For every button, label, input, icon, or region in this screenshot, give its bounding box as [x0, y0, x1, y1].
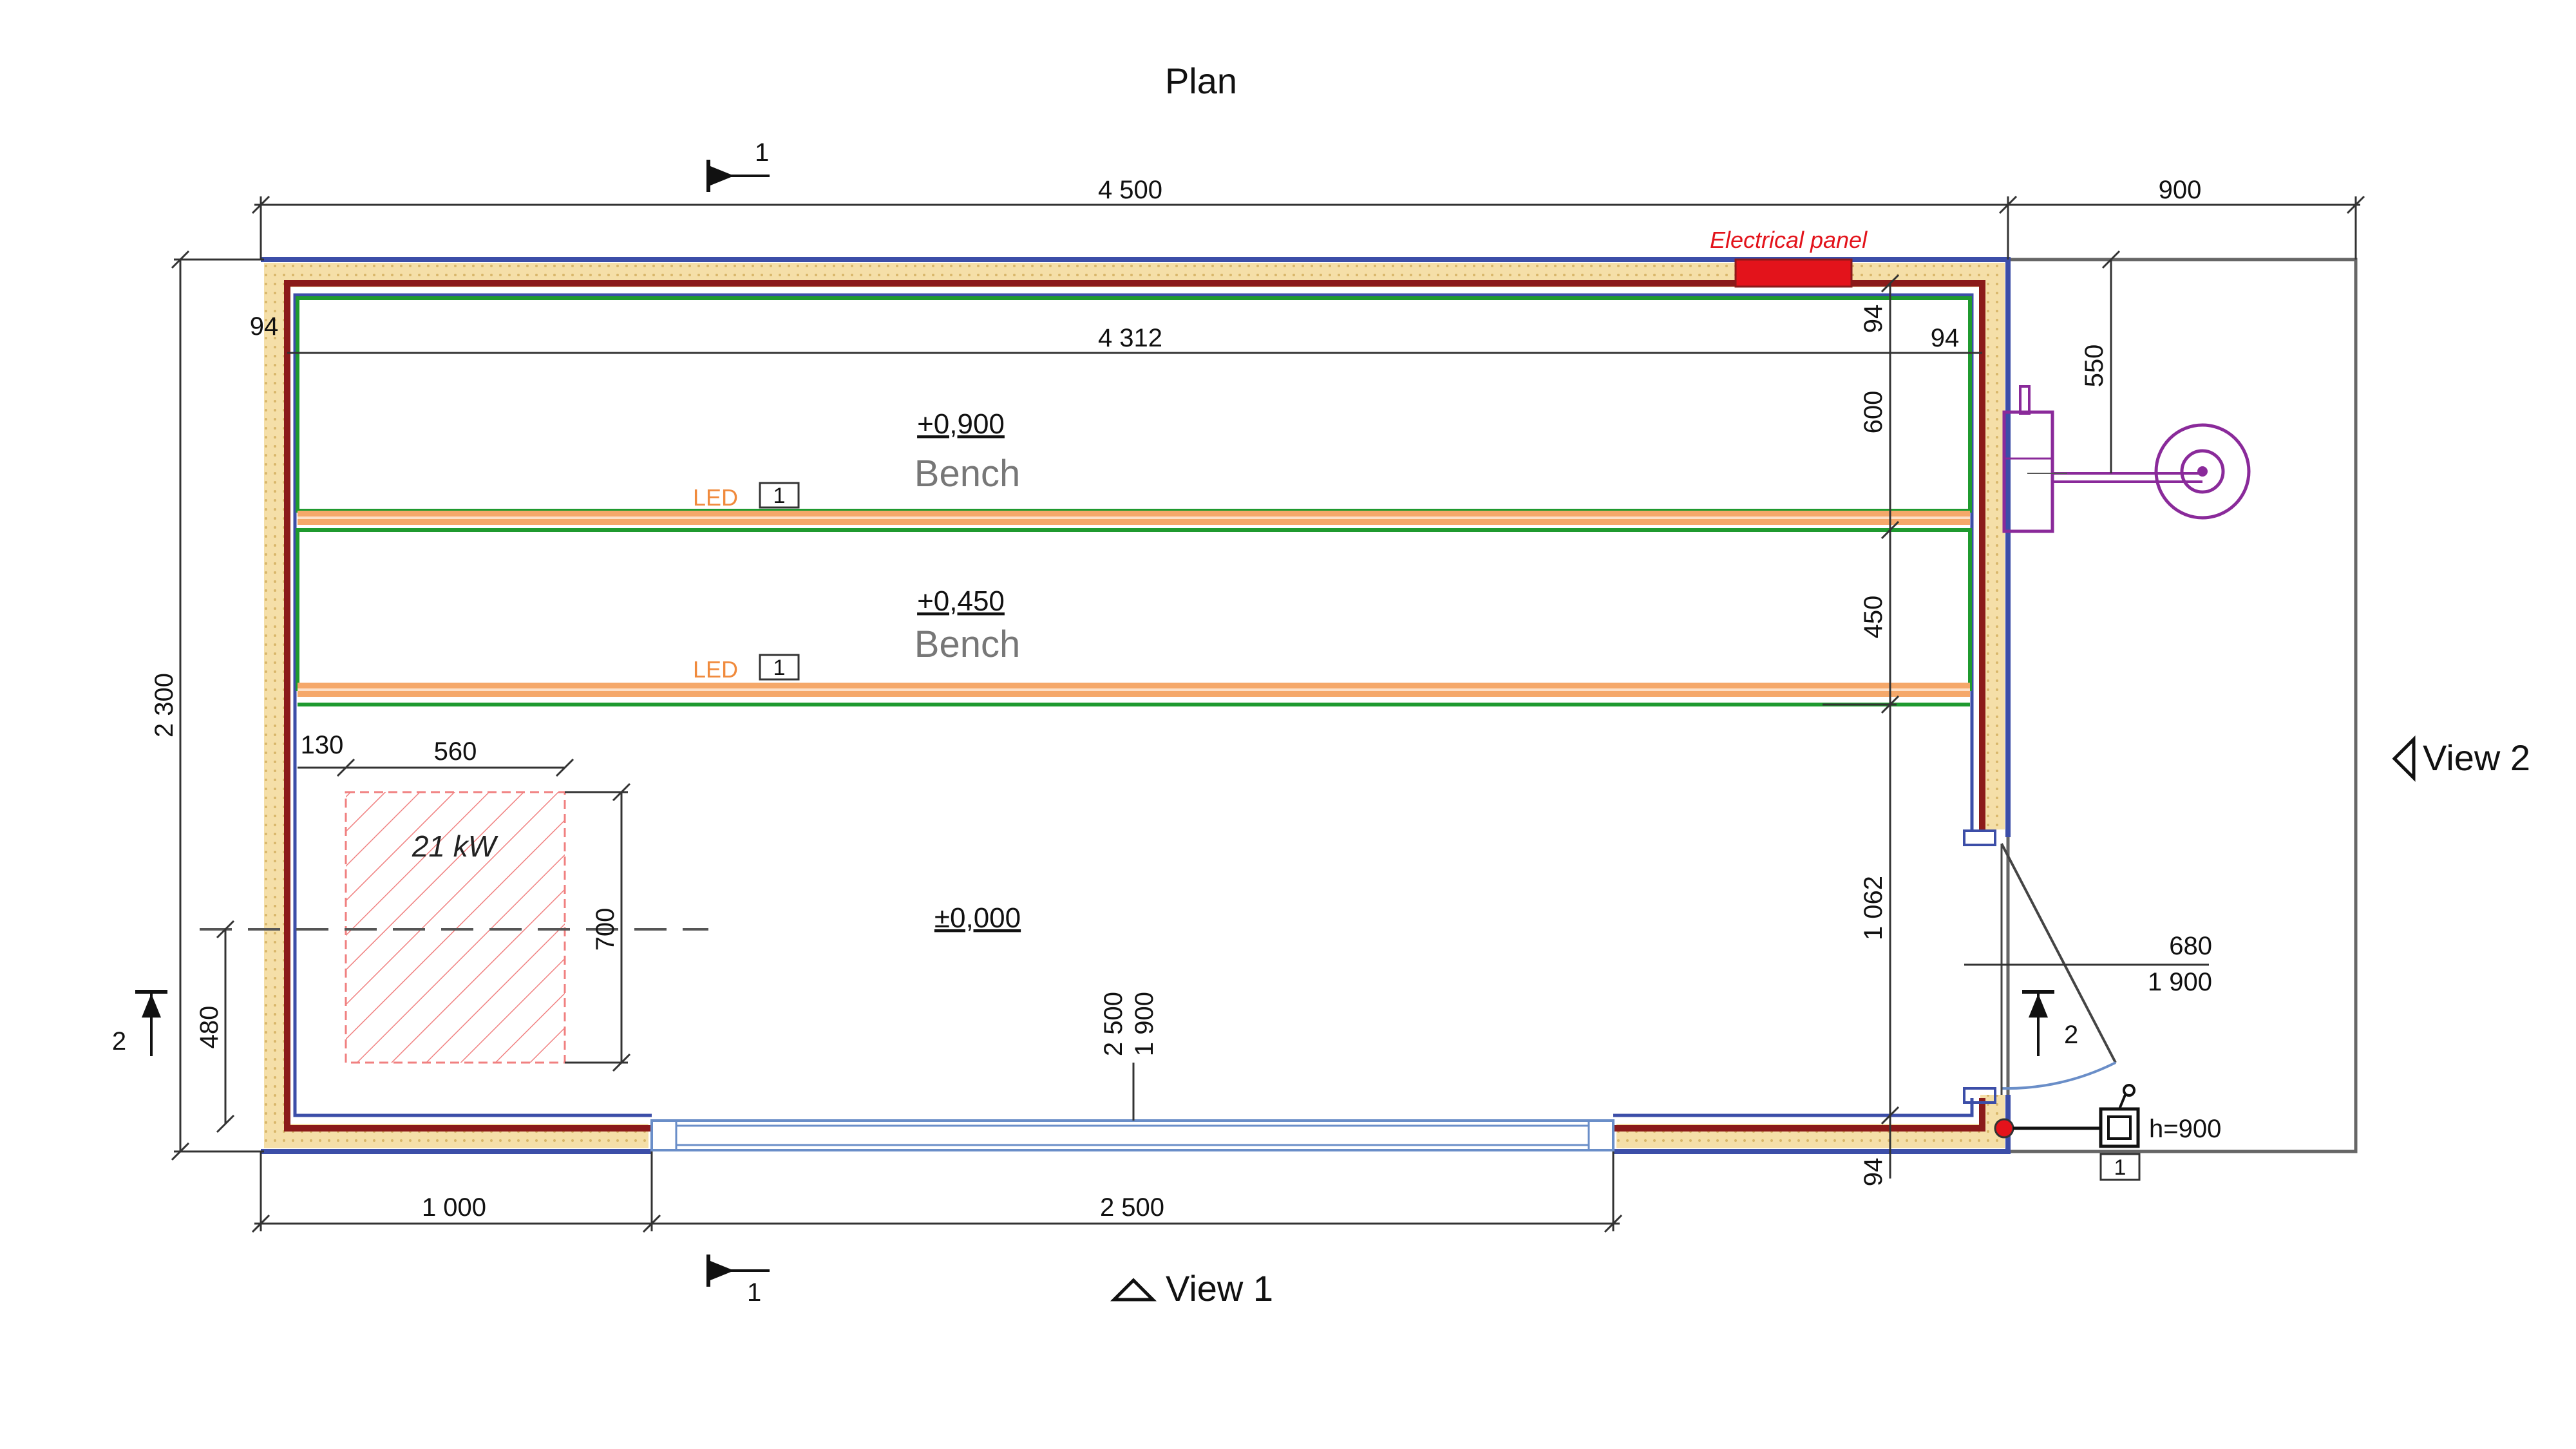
dim-heater-width: 560: [434, 737, 477, 766]
bench-upper-level: +0,900: [917, 408, 1005, 440]
dim-height-overall: 2 300: [150, 673, 178, 737]
door-handle-hardware: [2002, 385, 2251, 533]
dim-lower-bench-depth: 450: [1859, 596, 1888, 639]
floor-level: ±0,000: [934, 902, 1021, 934]
heater-power: 21 kW: [412, 829, 499, 863]
led-tag-lower: 1: [773, 656, 786, 680]
plan-title: Plan: [1165, 61, 1237, 101]
dim-wall-right-a: 94: [1859, 305, 1888, 334]
view-1-label: View 1: [1166, 1268, 1273, 1309]
switch-tag: 1: [2114, 1155, 2126, 1180]
dim-door-offset: 550: [2080, 345, 2108, 388]
bench-lower-name: Bench: [914, 623, 1020, 665]
electrical-panel: [1734, 258, 1853, 288]
dim-wall-right-b: 94: [1931, 324, 1960, 352]
dim-top-right: 900: [2159, 176, 2202, 204]
view-1-arrow-icon: [1110, 1278, 1157, 1302]
led-strip-upper: [298, 511, 1970, 525]
dim-door-width: 680: [2169, 932, 2212, 960]
dim-wall-left: 94: [250, 312, 279, 341]
led-strip-lower: [298, 683, 1970, 697]
bench-upper-name: Bench: [914, 453, 1020, 495]
light-switch: [1994, 1084, 2140, 1148]
led-label-lower: LED: [693, 656, 738, 683]
dim-top-overall: 4 500: [1098, 176, 1162, 204]
heater-footprint: [345, 791, 566, 1064]
led-label-upper: LED: [693, 484, 738, 511]
dim-wall-bottom: 94: [1859, 1158, 1888, 1187]
dim-heater-offset: 130: [301, 731, 344, 759]
section-2-marker-left: [135, 990, 167, 1056]
bench-lower: [296, 528, 1972, 691]
terrace-outline: [2006, 258, 2358, 1153]
window-opening: [650, 1119, 1615, 1151]
dimension-lines: [171, 195, 2365, 1233]
switch-tag-box: [2099, 1153, 2141, 1181]
dim-door-height: 1 900: [2148, 968, 2212, 996]
dim-heater-depth: 700: [591, 908, 620, 951]
electrical-panel-label: Electrical panel: [1710, 227, 1868, 253]
view-2-arrow-icon: [2392, 735, 2416, 782]
dim-floor-depth: 1 062: [1859, 876, 1888, 940]
dim-inner-length: 4 312: [1098, 324, 1162, 352]
section-1-marker-top: [706, 160, 770, 192]
section-1-bottom-label: 1: [747, 1278, 761, 1307]
led-tag-upper: 1: [773, 484, 786, 508]
section-2-right-label: 2: [2064, 1021, 2078, 1049]
dim-bottom-opening: 2 500: [1100, 1193, 1164, 1222]
dim-heater-from-bottom: 480: [195, 1006, 223, 1049]
view-2-label: View 2: [2423, 737, 2530, 778]
dim-window-height: 1 900: [1130, 992, 1159, 1056]
door-swing: [2000, 843, 2117, 1095]
wall-assembly: [261, 257, 2011, 1154]
dim-window-width: 2 500: [1099, 992, 1128, 1056]
switch-height: h=900: [2149, 1115, 2221, 1143]
led-tag-lower-box: [759, 654, 800, 681]
dim-upper-bench-depth: 600: [1859, 391, 1888, 434]
section-1-top-label: 1: [755, 138, 769, 167]
section-2-left-label: 2: [112, 1027, 126, 1056]
dim-bottom-left: 1 000: [422, 1193, 486, 1222]
led-tag-upper-box: [759, 482, 800, 509]
bench-lower-level: +0,450: [917, 585, 1005, 617]
section-2-marker-right: [2022, 990, 2054, 1056]
section-1-marker-bottom: [706, 1255, 770, 1287]
